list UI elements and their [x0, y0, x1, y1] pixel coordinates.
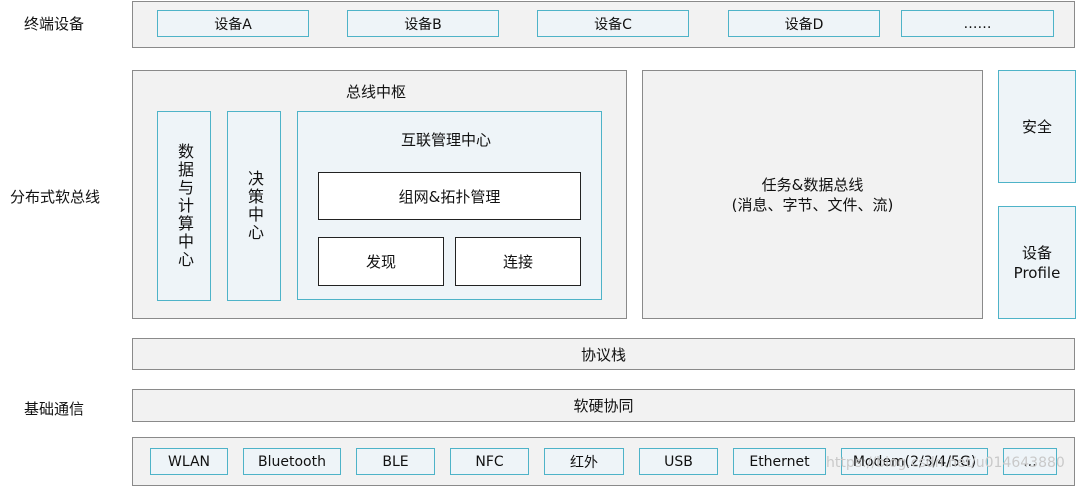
terminal-devices-label: 终端设备	[24, 15, 85, 33]
decision-center-box: 决策中心	[227, 111, 281, 301]
device-b-box: 设备B	[347, 10, 499, 37]
protocol-bluetooth: Bluetooth	[243, 448, 341, 475]
basic-communication-label: 基础通信	[24, 400, 85, 418]
device-c-box: 设备C	[537, 10, 689, 37]
networking-topology-box: 组网&拓扑管理	[318, 172, 581, 220]
task-data-bus-subtitle: (消息、字节、文件、流)	[731, 195, 894, 214]
hw-sw-collaboration-bar: 软硬协同	[132, 389, 1075, 422]
protocol-more: ...	[1003, 448, 1057, 475]
device-d-box: 设备D	[728, 10, 880, 37]
distributed-soft-bus-label: 分布式软总线	[10, 188, 101, 206]
device-profile-line2: Profile	[1013, 263, 1061, 282]
protocol-modem: Modem(2/3/4/5G)	[841, 448, 988, 475]
watermark: https://blog.csdn.net/u014643880	[826, 455, 1065, 471]
security-box: 安全	[998, 70, 1076, 183]
more-devices-box: ……	[901, 10, 1054, 37]
device-profile-box: 设备 Profile	[998, 206, 1076, 319]
bus-hub-title: 总线中枢	[346, 83, 407, 101]
protocol-usb: USB	[639, 448, 718, 475]
decision-center-label: 决策中心	[245, 170, 264, 242]
protocol-nfc: NFC	[450, 448, 529, 475]
task-data-bus-title: 任务&数据总线	[761, 175, 864, 194]
interconnect-management-center-title: 互联管理中心	[401, 131, 492, 149]
protocol-infrared: 红外	[544, 448, 624, 475]
protocol-stack-bar: 协议栈	[132, 338, 1075, 370]
data-compute-center-box: 数据与计算中心	[157, 111, 211, 301]
protocol-ble: BLE	[356, 448, 435, 475]
task-data-bus-panel: 任务&数据总线 (消息、字节、文件、流)	[642, 70, 983, 319]
protocol-ethernet: Ethernet	[733, 448, 826, 475]
protocol-wlan: WLAN	[150, 448, 228, 475]
device-a-box: 设备A	[157, 10, 309, 37]
data-compute-center-label: 数据与计算中心	[175, 143, 194, 269]
device-profile-line1: 设备	[1021, 243, 1052, 262]
discovery-box: 发现	[318, 237, 444, 286]
connection-box: 连接	[455, 237, 581, 286]
